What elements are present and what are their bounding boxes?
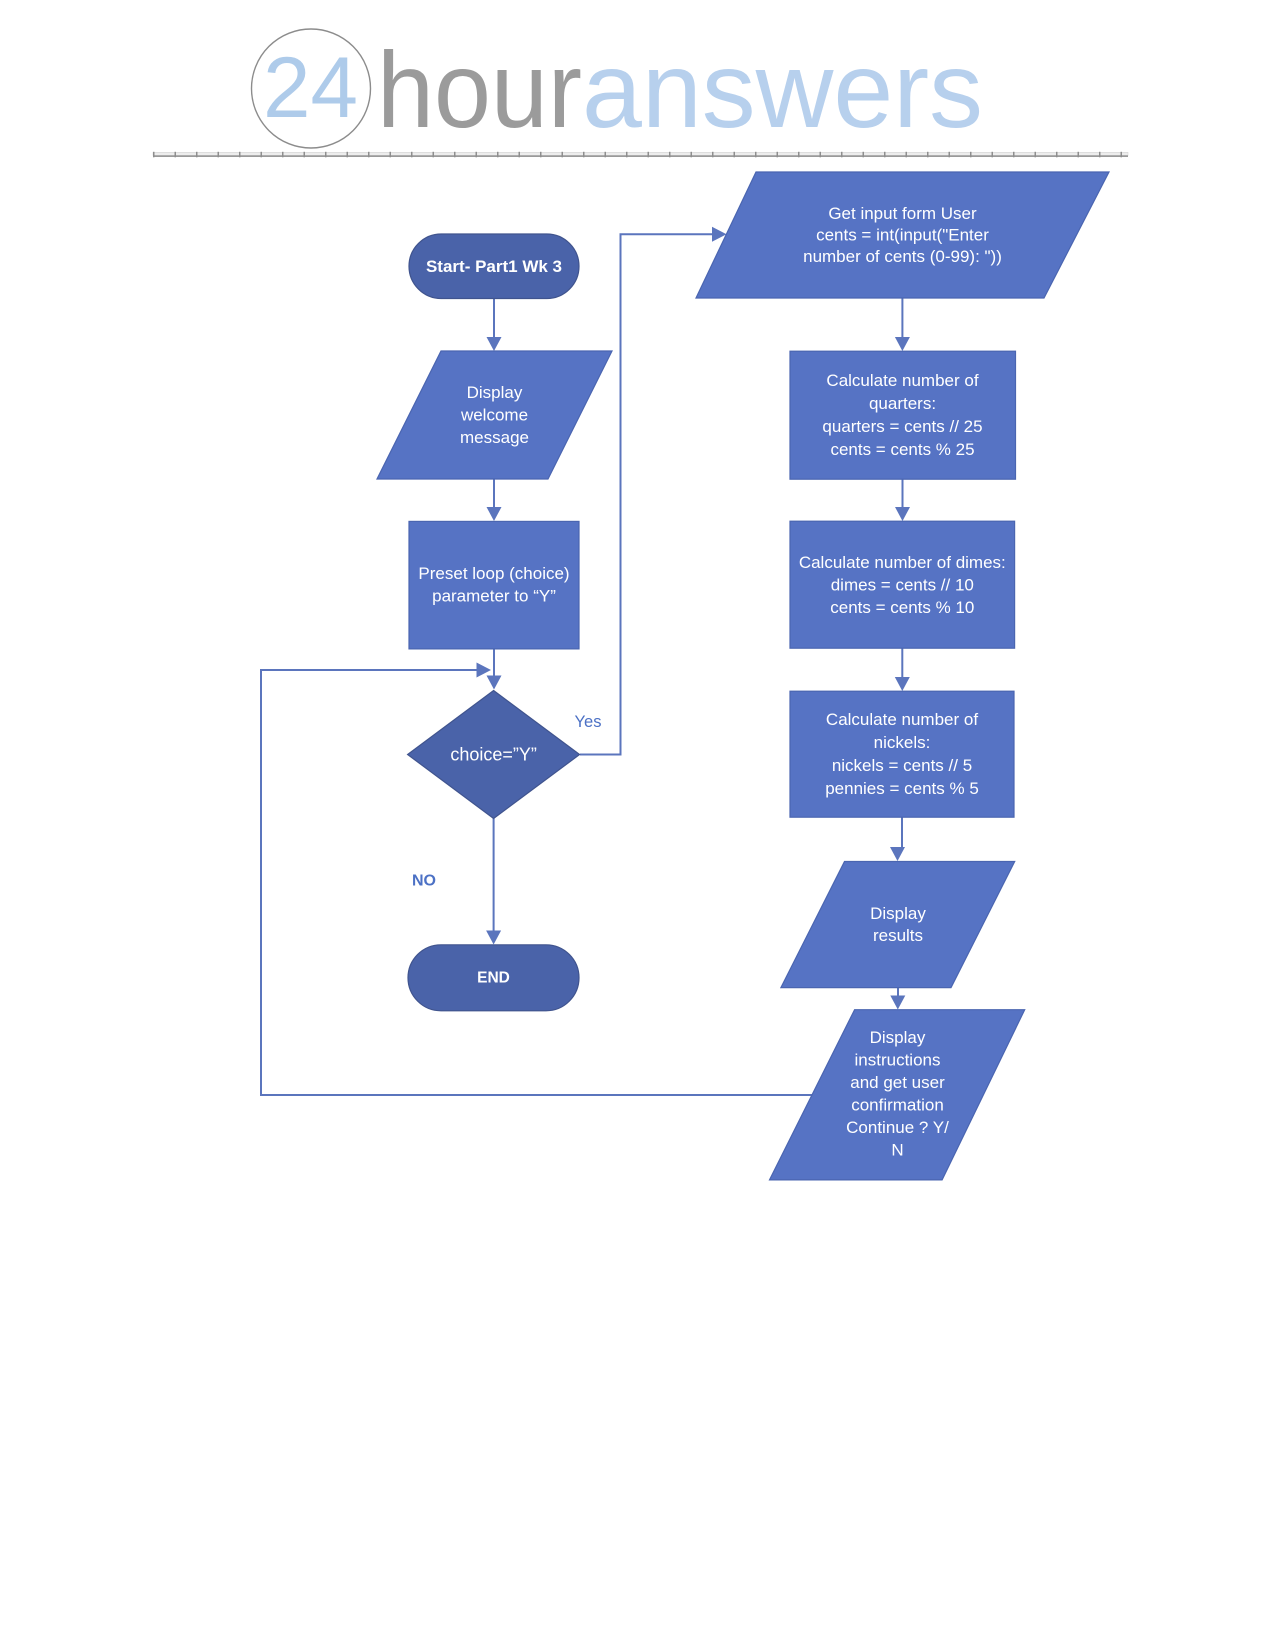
svg-text:confirmation: confirmation: [851, 1096, 944, 1115]
svg-text:instructions: instructions: [855, 1051, 941, 1070]
svg-text:cents = int(input("Enter: cents = int(input("Enter: [816, 226, 989, 245]
svg-text:Calculate number of: Calculate number of: [826, 371, 978, 390]
svg-text:Get input form User: Get input form User: [828, 204, 977, 223]
svg-text:answers: answers: [582, 29, 983, 150]
svg-text:message: message: [460, 428, 529, 447]
svg-text:Yes: Yes: [575, 713, 602, 731]
svg-text:parameter to “Y”: parameter to “Y”: [432, 586, 556, 605]
svg-text:number of cents (0-99): ")): number of cents (0-99): ")): [803, 247, 1002, 266]
svg-text:Start- Part1 Wk 3: Start- Part1 Wk 3: [426, 257, 562, 276]
svg-text:nickels:: nickels:: [874, 733, 931, 752]
svg-text:dimes = cents // 10: dimes = cents // 10: [831, 576, 974, 595]
svg-text:Display: Display: [467, 383, 523, 402]
svg-text:quarters:: quarters:: [869, 394, 936, 413]
svg-text:Calculate number of: Calculate number of: [826, 710, 978, 729]
svg-text:cents = cents % 25: cents = cents % 25: [830, 440, 974, 459]
svg-text:NO: NO: [412, 873, 436, 890]
svg-text:hour: hour: [377, 29, 582, 150]
svg-text:quarters = cents // 25: quarters = cents // 25: [822, 417, 982, 436]
svg-text:END: END: [477, 970, 510, 987]
svg-text:N: N: [891, 1141, 903, 1160]
svg-text:choice=”Y”: choice=”Y”: [450, 745, 537, 765]
svg-text:Preset loop (choice): Preset loop (choice): [418, 564, 569, 583]
svg-text:pennies = cents % 5: pennies = cents % 5: [825, 779, 979, 798]
svg-text:Calculate number of dimes:: Calculate number of dimes:: [799, 553, 1006, 572]
svg-text:nickels = cents // 5: nickels = cents // 5: [832, 756, 972, 775]
svg-text:24: 24: [263, 40, 358, 136]
svg-text:results: results: [873, 926, 923, 945]
svg-text:cents = cents % 10: cents = cents % 10: [830, 598, 974, 617]
svg-text:welcome: welcome: [460, 406, 528, 425]
svg-text:Display: Display: [870, 1028, 926, 1047]
svg-text:Continue ? Y/: Continue ? Y/: [846, 1118, 949, 1137]
svg-text:Display: Display: [870, 904, 926, 923]
svg-text:and get user: and get user: [850, 1073, 945, 1092]
